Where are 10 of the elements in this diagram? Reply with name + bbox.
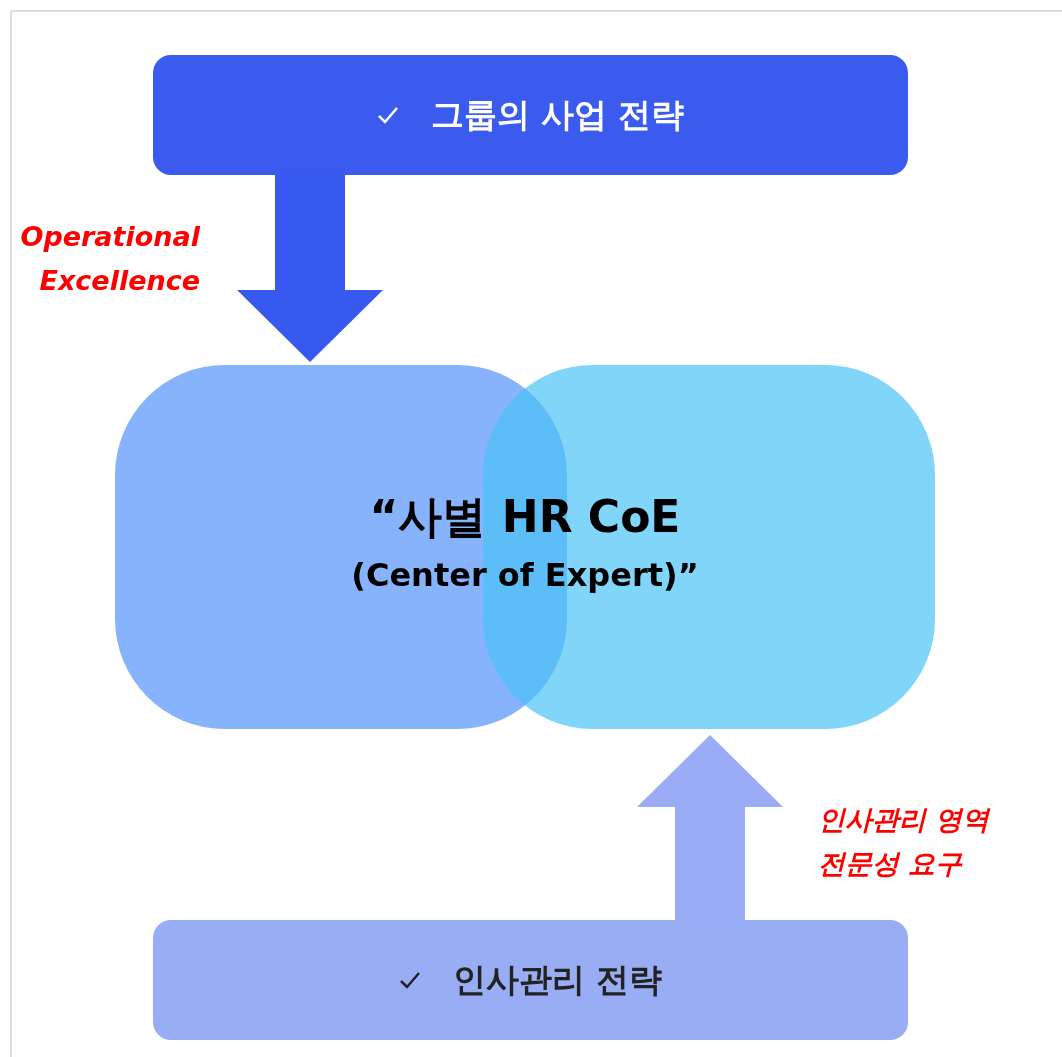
center-title: (Center of Expert)”	[351, 555, 699, 596]
strategy-bar	[153, 55, 908, 175]
block-arrow	[637, 735, 783, 920]
center-title: “사별 HR CoE	[369, 490, 681, 544]
bar-title: 그룹의 사업 전략	[430, 94, 685, 137]
bar-title: 인사관리 전략	[452, 959, 663, 1002]
edge-label: Operational Excellence	[19, 220, 200, 298]
block-arrow	[237, 175, 383, 362]
strategy-bar	[153, 920, 908, 1040]
edge-label: 인사관리 영역 전문성 요구	[818, 803, 992, 881]
